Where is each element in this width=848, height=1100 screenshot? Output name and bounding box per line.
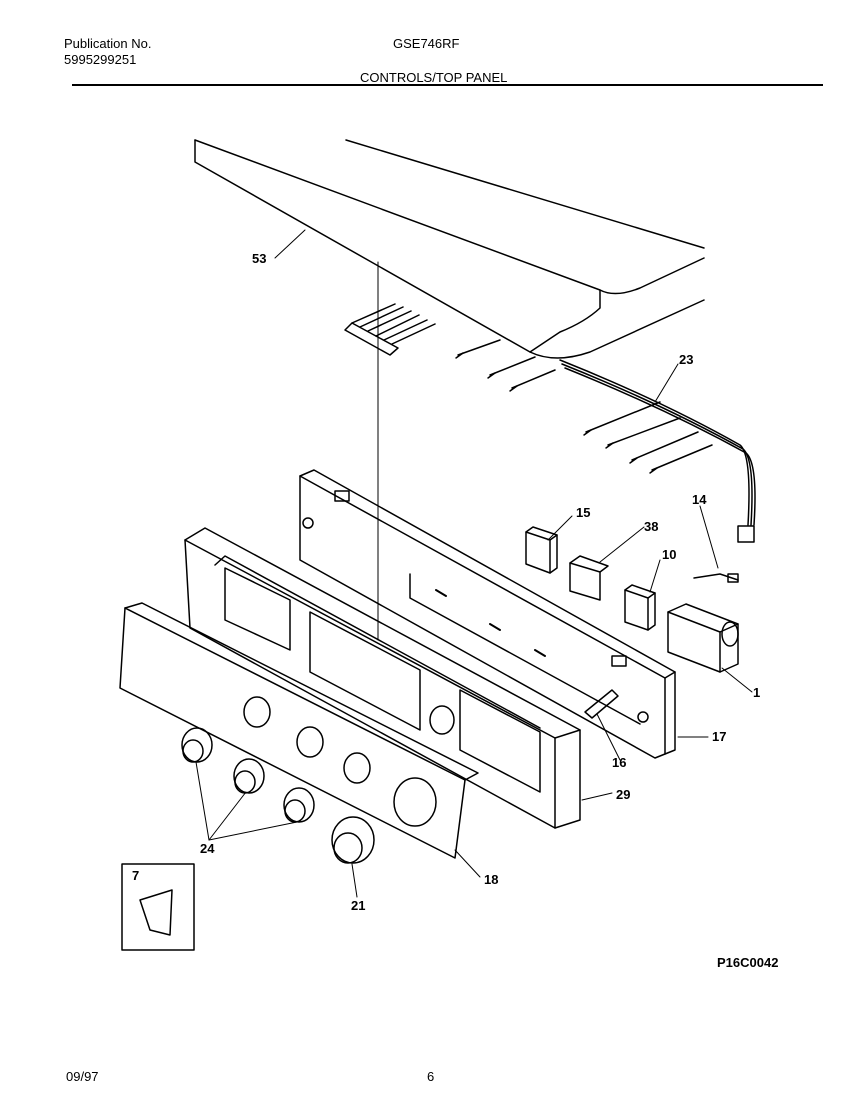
callout-15: 15 xyxy=(576,505,590,520)
callout-14: 14 xyxy=(692,492,707,507)
header-rule xyxy=(72,84,823,86)
selector-knob xyxy=(233,758,265,794)
publication-number: 5995299251 xyxy=(64,52,137,67)
callout-29: 29 xyxy=(616,787,630,802)
part-14 xyxy=(693,573,739,583)
leader-lines xyxy=(195,229,753,898)
callout-38: 38 xyxy=(644,519,658,534)
callout-18: 18 xyxy=(484,872,498,887)
selector-knob xyxy=(283,787,315,823)
callout-10: 10 xyxy=(662,547,676,562)
callout-23: 23 xyxy=(679,352,693,367)
top-panel xyxy=(194,139,705,359)
wire-leads xyxy=(455,339,756,543)
timer-knob xyxy=(331,816,375,864)
switch-15 xyxy=(525,526,558,574)
console-frame xyxy=(184,527,581,829)
publication-label: Publication No. xyxy=(64,36,152,51)
part-16 xyxy=(584,689,619,719)
inset-part-7 xyxy=(121,863,195,951)
front-overlay xyxy=(119,602,479,859)
diagram-reference-code: P16C0042 xyxy=(717,955,779,970)
callout-53: 53 xyxy=(252,251,266,266)
model-number: GSE746RF xyxy=(393,36,460,51)
bracket-38 xyxy=(569,555,609,601)
page-number: 6 xyxy=(427,1069,435,1084)
callout-16: 16 xyxy=(612,755,626,770)
callout-24: 24 xyxy=(200,841,215,856)
callout-7: 7 xyxy=(132,868,139,883)
switch-10 xyxy=(624,584,656,631)
callout-17: 17 xyxy=(712,729,726,744)
footer-date: 09/97 xyxy=(66,1069,99,1084)
harness-connector xyxy=(344,303,436,356)
section-title: CONTROLS/TOP PANEL xyxy=(360,70,508,85)
control-backplate xyxy=(299,469,676,759)
callouts: 53 23 15 38 14 10 1 17 16 29 24 18 21 7 xyxy=(132,251,760,913)
callout-21: 21 xyxy=(351,898,365,913)
callout-1: 1 xyxy=(753,685,760,700)
knob-group xyxy=(181,727,375,864)
selector-knob xyxy=(181,727,213,763)
timer-1 xyxy=(667,603,739,673)
